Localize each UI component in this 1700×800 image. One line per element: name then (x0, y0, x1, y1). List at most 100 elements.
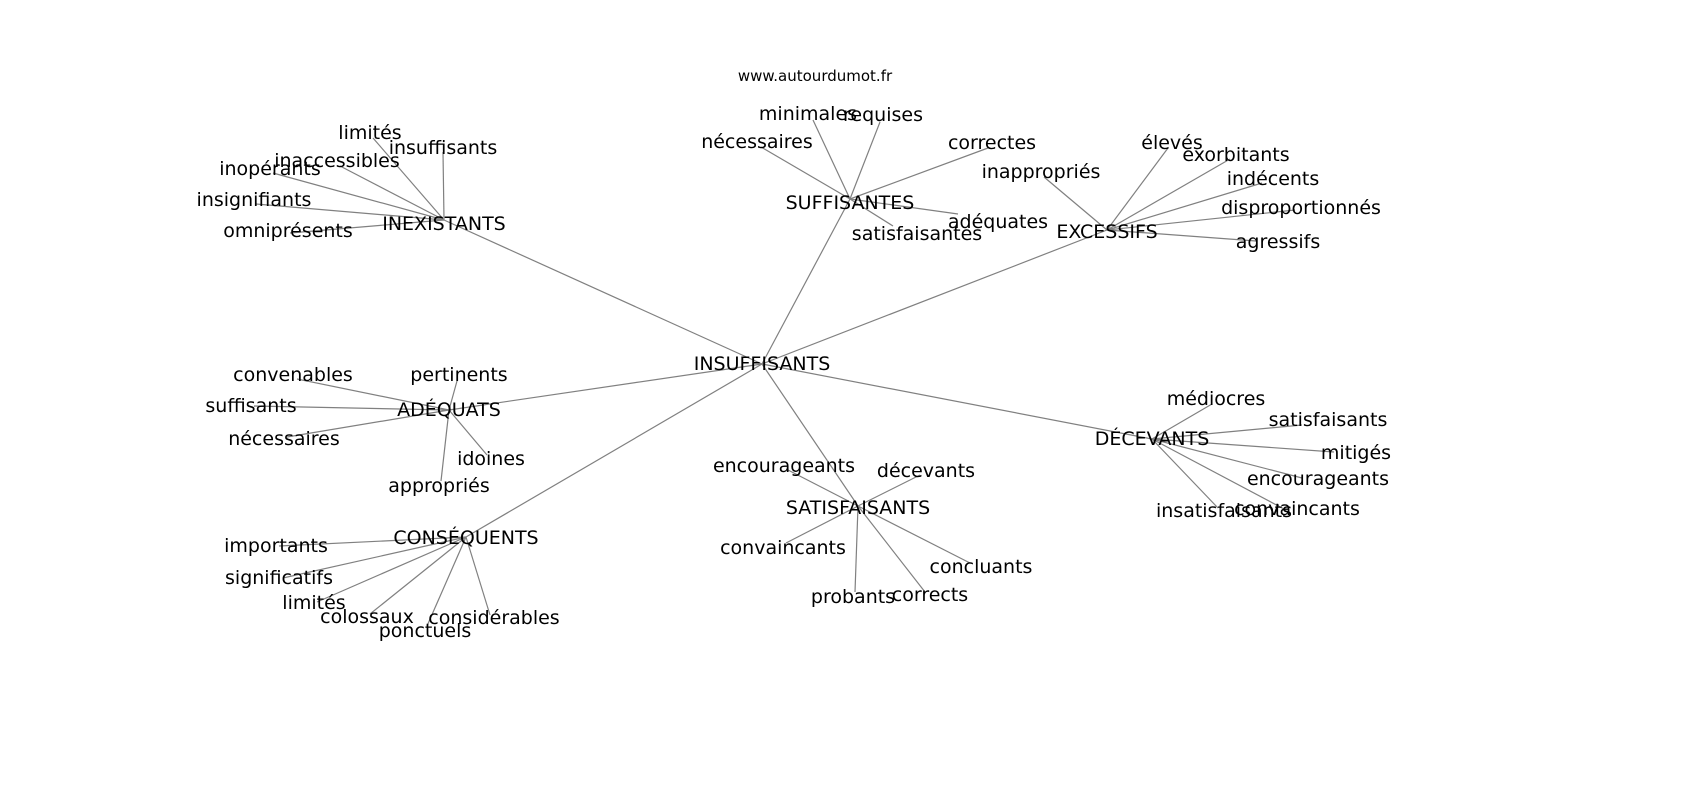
edge-hub-to-leaf (1106, 182, 1263, 231)
leaf-node-label[interactable]: limités (282, 592, 345, 614)
edge-hub-to-leaf (857, 505, 926, 593)
edge-hub-to-leaf (440, 409, 450, 482)
leaf-node-label[interactable]: encourageants (713, 455, 855, 477)
edge-hub-to-leaf (1151, 438, 1335, 453)
edge-hub-to-leaf (854, 505, 859, 593)
leaf-node-label[interactable]: insatisfaisants (1156, 500, 1292, 522)
leaf-node-label[interactable]: nécessaires (228, 428, 340, 450)
hub-node-label[interactable]: INEXISTANTS (382, 213, 506, 235)
edge-hub-to-leaf (849, 121, 881, 200)
edge-hub-to-leaf (278, 536, 467, 547)
edge-center-to-hub (443, 219, 763, 365)
edge-hub-to-leaf (272, 172, 445, 221)
leaf-node-label[interactable]: inaccessibles (274, 150, 400, 172)
leaf-node-label[interactable]: disproportionnés (1221, 197, 1381, 219)
leaf-node-label[interactable]: minimales (759, 103, 857, 125)
leaf-node-label[interactable]: limités (338, 122, 401, 144)
edge-hub-to-leaf (1106, 229, 1257, 242)
edge-hub-to-leaf (787, 469, 859, 507)
leaf-node-label[interactable]: appropriés (388, 475, 490, 497)
hub-node-label[interactable]: CONSÉQUENTS (393, 526, 538, 549)
edge-hub-to-leaf (255, 203, 445, 221)
leaf-node-label[interactable]: inopérants (219, 158, 321, 180)
edge-hub-to-leaf (1106, 158, 1231, 231)
leaf-node-label[interactable]: corrects (892, 584, 968, 606)
edge-hub-to-leaf (442, 151, 445, 221)
leaf-node-label[interactable]: agressifs (1236, 231, 1320, 253)
leaf-node-label[interactable]: satisfaisants (1269, 409, 1388, 431)
leaf-node-label[interactable]: omniprésents (223, 220, 353, 242)
edge-hub-to-leaf (1106, 209, 1296, 231)
leaf-node-label[interactable]: importants (224, 535, 328, 557)
hub-node-label[interactable]: SATISFAISANTS (786, 497, 930, 519)
leaf-node-label[interactable]: insuffisants (389, 137, 498, 159)
edge-hub-to-leaf (282, 536, 467, 579)
leaf-node-label[interactable]: exorbitants (1182, 144, 1289, 166)
edge-hub-to-leaf (448, 380, 458, 411)
leaf-node-label[interactable]: significatifs (225, 567, 333, 589)
edge-hub-to-leaf (849, 198, 894, 227)
leaf-node-label[interactable]: colossaux (320, 606, 414, 628)
edge-hub-to-leaf (465, 536, 491, 616)
edge-hub-to-leaf (286, 409, 450, 438)
edge-hub-to-leaf (369, 536, 467, 615)
leaf-node-label[interactable]: convenables (233, 364, 353, 386)
edge-center-to-hub (761, 198, 851, 365)
edge-hub-to-leaf (857, 474, 921, 507)
leaf-node-label[interactable]: décevants (877, 460, 975, 482)
leaf-node-label[interactable]: convaincants (1234, 498, 1360, 520)
hub-node-label[interactable]: SUFFISANTES (786, 192, 915, 214)
leaf-node-label[interactable]: ponctuels (379, 620, 472, 642)
leaf-node-label[interactable]: inappropriés (982, 161, 1101, 183)
edge-hub-to-leaf (372, 137, 445, 221)
edge-hub-to-leaf (1106, 147, 1169, 231)
leaf-node-label[interactable]: considérables (428, 607, 559, 629)
hub-node-label[interactable]: DÉCEVANTS (1095, 427, 1210, 450)
edge-hub-to-leaf (296, 378, 450, 411)
edge-hub-to-leaf (1151, 403, 1213, 440)
edge-hub-to-leaf (785, 505, 859, 544)
graph-edges (253, 119, 1335, 627)
leaf-node-label[interactable]: nécessaires (701, 131, 813, 153)
leaf-node-label[interactable]: suffisants (205, 395, 296, 417)
leaf-node-label[interactable]: encourageants (1247, 468, 1389, 490)
leaf-node-label[interactable]: mitigés (1321, 442, 1391, 464)
edge-hub-to-leaf (1151, 438, 1303, 479)
leaf-node-label[interactable]: idoines (457, 448, 525, 470)
edge-hub-to-leaf (849, 147, 989, 200)
leaf-node-label[interactable]: requises (843, 104, 923, 126)
watermark-text: www.autourdumot.fr (738, 67, 893, 85)
edge-hub-to-leaf (1151, 424, 1303, 440)
leaf-node-label[interactable]: insignifiants (197, 189, 312, 211)
edge-hub-to-leaf (339, 165, 445, 221)
leaf-node-label[interactable]: élevés (1141, 132, 1203, 154)
leaf-node-label[interactable]: probants (811, 586, 895, 608)
edge-hub-to-leaf (289, 219, 445, 234)
edge-hub-to-leaf (812, 119, 851, 200)
leaf-node-label[interactable]: concluants (930, 556, 1033, 578)
edge-center-to-hub (465, 363, 763, 538)
leaf-node-label[interactable]: adéquates (948, 211, 1048, 233)
edge-center-to-hub (761, 363, 1153, 440)
edge-hub-to-leaf (1043, 176, 1108, 231)
edge-hub-to-leaf (1151, 438, 1285, 510)
edge-hub-to-leaf (253, 405, 450, 411)
edge-hub-to-leaf (426, 536, 467, 627)
hub-node-label[interactable]: EXCESSIFS (1056, 221, 1157, 243)
edge-center-to-hub (761, 229, 1108, 365)
leaf-node-label[interactable]: correctes (948, 132, 1036, 154)
edge-center-to-hub (761, 363, 859, 507)
edge-hub-to-leaf (760, 146, 851, 200)
edge-hub-to-leaf (448, 409, 488, 456)
edge-hub-to-leaf (316, 536, 467, 603)
leaf-node-label[interactable]: indécents (1227, 168, 1320, 190)
center-node-label[interactable]: INSUFFISANTS (694, 353, 831, 375)
edge-hub-to-leaf (857, 505, 971, 564)
leaf-node-label[interactable]: convaincants (720, 537, 846, 559)
leaf-node-label[interactable]: médiocres (1167, 388, 1266, 410)
leaf-node-label[interactable]: satisfaisantes (852, 223, 982, 245)
leaf-node-label[interactable]: pertinents (410, 364, 507, 386)
hub-node-label[interactable]: ADÉQUATS (397, 398, 501, 421)
graph-labels: www.autourdumot.fr INSUFFISANTS INEXISTAN… (197, 67, 1392, 642)
